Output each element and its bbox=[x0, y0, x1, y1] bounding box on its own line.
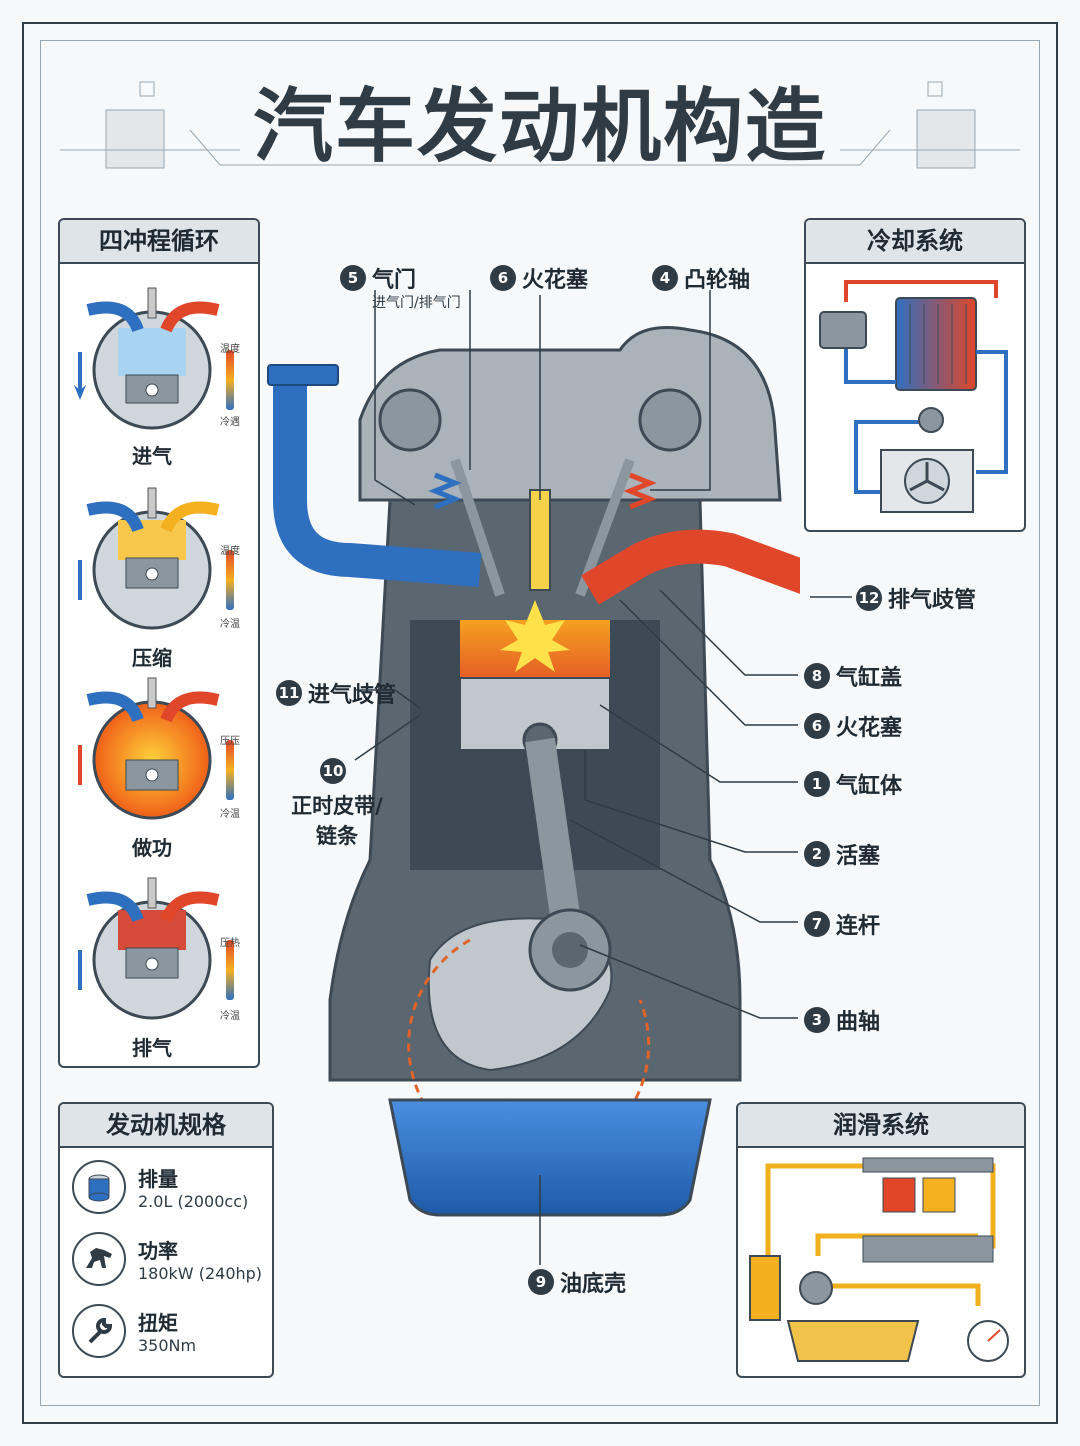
stroke3-temp-low: 冷温 bbox=[220, 809, 240, 820]
four-stroke-diagrams bbox=[74, 287, 234, 1020]
spec-name-displacement: 排量 bbox=[138, 1167, 178, 1191]
intake-stroke-diagram bbox=[74, 287, 234, 430]
spark-burst bbox=[500, 600, 570, 672]
stroke4-temp-high: 压热 bbox=[220, 938, 240, 949]
spec-value-displacement: 2.0L (2000cc) bbox=[138, 1192, 249, 1211]
cooling-diagram bbox=[819, 280, 1008, 513]
stroke4-label: 排气 bbox=[132, 1036, 172, 1060]
exhaust-camshaft bbox=[638, 388, 702, 452]
intake-camshaft bbox=[378, 388, 442, 452]
inner-frame bbox=[40, 40, 1040, 1406]
blueprint-decoration bbox=[60, 81, 1020, 169]
compression-stroke-diagram bbox=[78, 487, 234, 630]
stroke2-label: 压缩 bbox=[132, 646, 172, 670]
callout-timing-belt-label: 正时皮带/ 链条 bbox=[291, 794, 383, 848]
spec-name-power: 功率 bbox=[138, 1239, 178, 1263]
stroke1-temp-low: 冷遇 bbox=[220, 417, 240, 428]
page-title: 汽车发动机构造 bbox=[253, 80, 827, 173]
stroke3-label: 做功 bbox=[132, 836, 172, 860]
stroke1-temp-high: 温度 bbox=[220, 344, 240, 355]
exhaust-manifold bbox=[581, 529, 800, 605]
exhaust-valve-spring bbox=[623, 472, 657, 510]
lubrication-diagram bbox=[749, 1157, 1009, 1362]
spark-plug bbox=[529, 489, 551, 591]
intake-manifold bbox=[273, 370, 482, 587]
stroke2-temp-low: 冷温 bbox=[220, 619, 240, 630]
four-stroke-heading: 四冲程循环 bbox=[60, 220, 258, 264]
spec-value-power: 180kW (240hp) bbox=[138, 1264, 263, 1283]
callout-timing-belt-num: 10 bbox=[320, 758, 352, 784]
wrench-icon bbox=[72, 1304, 126, 1358]
lubrication-heading: 润滑系统 bbox=[738, 1104, 1024, 1148]
specs-heading: 发动机规格 bbox=[60, 1104, 272, 1148]
stroke1-label: 进气 bbox=[132, 444, 172, 468]
stroke4-temp-low: 冷温 bbox=[220, 1011, 240, 1022]
power-stroke-diagram bbox=[78, 677, 234, 820]
spec-value-torque: 350Nm bbox=[138, 1336, 197, 1355]
outer-frame bbox=[22, 22, 1058, 1424]
spec-name-torque: 扭矩 bbox=[138, 1311, 178, 1335]
stroke2-temp-high: 温度 bbox=[220, 546, 240, 557]
oil-pan bbox=[388, 1098, 712, 1217]
cooling-heading: 冷却系统 bbox=[806, 220, 1024, 264]
horse-icon bbox=[72, 1232, 126, 1286]
callout-valve-sub: 进气门/排气门 bbox=[372, 295, 461, 311]
cylinder-icon bbox=[72, 1160, 126, 1214]
stroke3-temp-high: 压压 bbox=[220, 736, 240, 747]
exhaust-stroke-diagram bbox=[78, 877, 234, 1020]
intake-valve bbox=[450, 458, 505, 597]
intake-valve-spring bbox=[428, 472, 462, 510]
